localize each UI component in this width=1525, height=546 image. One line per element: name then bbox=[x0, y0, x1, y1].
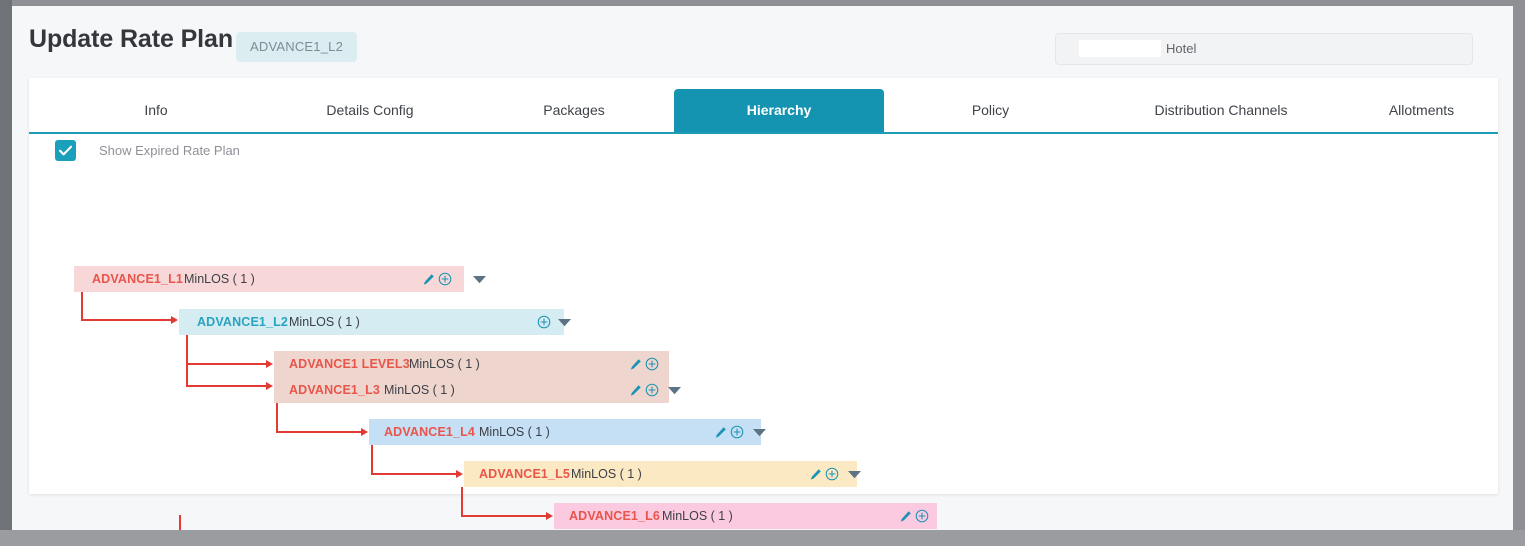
tab-details-config[interactable]: Details Config bbox=[326, 102, 414, 118]
tree-connector bbox=[81, 319, 171, 321]
tree-node-label: ADVANCE1_L4 bbox=[384, 425, 476, 439]
tree-connector bbox=[186, 335, 188, 385]
tree-node-actions bbox=[537, 309, 551, 335]
tree-connector-arrow-icon bbox=[546, 511, 553, 520]
plus-circle-icon[interactable] bbox=[730, 425, 744, 439]
tree-node-actions bbox=[714, 419, 744, 445]
pencil-icon[interactable] bbox=[899, 510, 912, 523]
tree-node-minlos: MinLOS ( 1 ) bbox=[662, 509, 733, 523]
tree-connector bbox=[461, 487, 463, 515]
tree-node-minlos: MinLOS ( 1 ) bbox=[479, 425, 550, 439]
tree-node-minlos: MinLOS ( 1 ) bbox=[571, 467, 642, 481]
tree-connector bbox=[371, 473, 456, 475]
hotel-selector[interactable]: Hotel bbox=[1055, 33, 1473, 65]
tab-packages[interactable]: Packages bbox=[543, 102, 605, 118]
tree-connector-arrow-icon bbox=[266, 359, 273, 368]
tree-node-minlos: MinLOS ( 1 ) bbox=[409, 357, 480, 371]
tree-node-minlos: MinLOS ( 1 ) bbox=[184, 272, 255, 286]
tree-node-actions bbox=[899, 503, 929, 529]
tree-node-label: ADVANCE1_L2 bbox=[197, 315, 289, 329]
tree-connector-arrow-icon bbox=[361, 427, 368, 436]
tree-connector bbox=[276, 403, 278, 431]
plus-circle-icon[interactable] bbox=[915, 509, 929, 523]
tree-node-actions bbox=[629, 377, 659, 403]
hotel-name-redacted bbox=[1079, 40, 1161, 57]
window-bottom-edge bbox=[0, 530, 1525, 546]
window-left-edge bbox=[0, 0, 12, 530]
tree-node-label: ADVANCE1_L5 bbox=[479, 467, 571, 481]
show-expired-label: Show Expired Rate Plan bbox=[99, 143, 240, 158]
tree-node-label: ADVANCE1_L1 bbox=[92, 272, 184, 286]
tree-node-actions bbox=[629, 351, 659, 377]
content-card: Info Details Config Packages Hierarchy Polic… bbox=[29, 78, 1498, 530]
tree-connector bbox=[179, 515, 181, 530]
plus-circle-icon[interactable] bbox=[645, 383, 659, 397]
tree-connector bbox=[81, 292, 83, 319]
tab-distribution-channels[interactable]: Distribution Channels bbox=[1154, 102, 1288, 118]
tree-node-actions bbox=[809, 461, 839, 487]
chevron-down-icon[interactable] bbox=[557, 309, 572, 335]
tree-connector bbox=[186, 385, 266, 387]
plus-circle-icon[interactable] bbox=[537, 315, 551, 329]
page-title: Update Rate Plan bbox=[29, 25, 234, 53]
tree-connector-arrow-icon bbox=[266, 381, 273, 390]
chevron-down-icon[interactable] bbox=[472, 266, 487, 292]
chevron-down-icon[interactable] bbox=[847, 461, 862, 487]
pencil-icon[interactable] bbox=[714, 426, 727, 439]
show-expired-checkbox[interactable] bbox=[55, 140, 76, 161]
plus-circle-icon[interactable] bbox=[438, 272, 452, 286]
tree-connector bbox=[371, 445, 373, 473]
tree-connector-arrow-icon bbox=[171, 315, 178, 324]
tree-connector-arrow-icon bbox=[456, 469, 463, 478]
hotel-selector-label: Hotel bbox=[1166, 41, 1197, 56]
pencil-icon[interactable] bbox=[422, 273, 435, 286]
tab-info[interactable]: Info bbox=[144, 102, 168, 118]
tab-policy[interactable]: Policy bbox=[971, 102, 1010, 118]
rate-plan-badge: ADVANCE1_L2 bbox=[236, 32, 358, 62]
tree-connector bbox=[461, 515, 546, 517]
tree-node-label: ADVANCE1_L3 bbox=[289, 383, 381, 397]
tab-allotments[interactable]: Allotments bbox=[1388, 102, 1455, 118]
tree-node-minlos: MinLOS ( 1 ) bbox=[384, 383, 455, 397]
pencil-icon[interactable] bbox=[629, 358, 642, 371]
chevron-down-icon[interactable] bbox=[752, 419, 767, 445]
tree-connector bbox=[276, 431, 361, 433]
plus-circle-icon[interactable] bbox=[825, 467, 839, 481]
tree-node-minlos: MinLOS ( 1 ) bbox=[289, 315, 360, 329]
pencil-icon[interactable] bbox=[809, 468, 822, 481]
tree-node-label: ADVANCE1_L6 bbox=[569, 509, 661, 523]
tree-node-actions bbox=[422, 266, 452, 292]
tree-node-label: ADVANCE1 LEVEL3 bbox=[289, 357, 410, 371]
page-header: Update Rate Plan ADVANCE1_L2 Hotel bbox=[12, 6, 1513, 78]
plus-circle-icon[interactable] bbox=[645, 357, 659, 371]
pencil-icon[interactable] bbox=[629, 384, 642, 397]
chevron-down-icon[interactable] bbox=[667, 377, 682, 403]
tab-hierarchy[interactable]: Hierarchy bbox=[674, 89, 884, 132]
page-root: Update Rate Plan ADVANCE1_L2 Hotel Info D… bbox=[12, 6, 1513, 530]
tree-connector bbox=[186, 363, 266, 365]
tab-bar: Info Details Config Packages Hierarchy Polic… bbox=[29, 89, 1498, 134]
